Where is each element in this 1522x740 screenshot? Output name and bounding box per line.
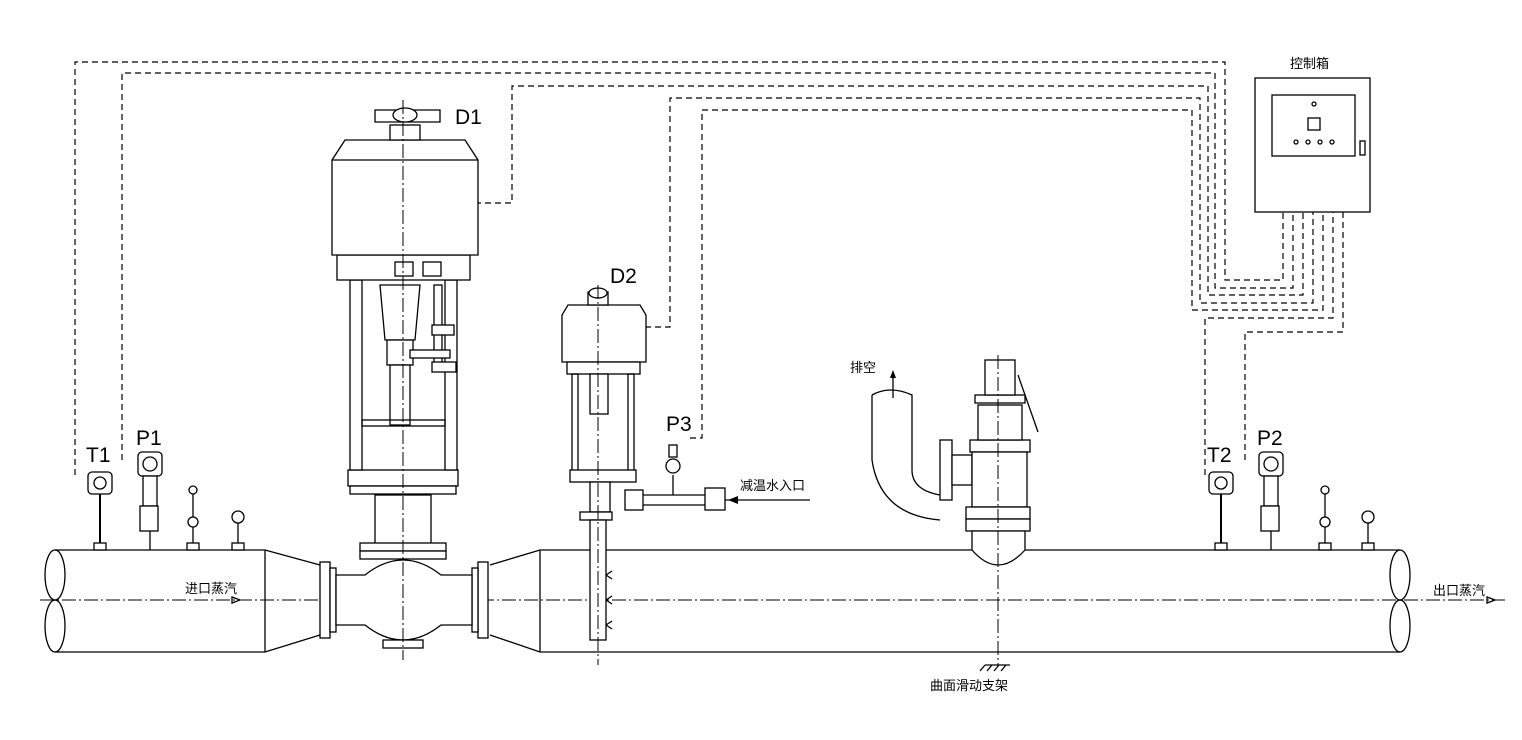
control-box [1254,77,1371,213]
control-box-label: 控制箱 [1290,57,1330,72]
wire-t1 [74,61,1284,475]
steam-outlet-label: 出口蒸汽 [1433,584,1486,599]
t2-transmitter [1208,471,1234,551]
wire-d1 [475,85,1304,296]
instruments [87,451,1375,551]
signal-wiring [74,61,1344,475]
vent-label: 排空 [850,361,877,376]
wire-p2 [1244,212,1344,460]
tag-p2: P2 [1257,427,1283,450]
support-label: 曲面滑动支架 [930,679,1009,694]
tag-p3: P3 [666,413,692,436]
tag-d1: D1 [455,106,482,129]
tag-d2: D2 [610,265,637,288]
water-valve-d2 [561,285,810,665]
wire-t2 [1204,212,1334,475]
tag-p1: P1 [136,427,162,450]
steam-inlet-label: 进口蒸汽 [185,582,238,597]
gauge-4 [1361,510,1375,551]
wire-d2 [645,97,1314,328]
wire-p1 [121,72,1294,460]
main-pipe [40,549,1505,653]
tag-t2: T2 [1207,444,1232,467]
water-inlet-label: 减温水入口 [740,479,806,494]
wire-p3 [690,109,1324,439]
p1-transmitter [137,451,163,550]
tag-t1: T1 [86,444,111,467]
gauge-3 [1318,485,1332,551]
control-valve-d1 [319,100,489,660]
p2-transmitter [1258,451,1284,550]
t1-transmitter [87,471,113,551]
safety-valve [871,355,1039,672]
gauge-1 [186,485,200,551]
gauge-2 [231,510,245,551]
